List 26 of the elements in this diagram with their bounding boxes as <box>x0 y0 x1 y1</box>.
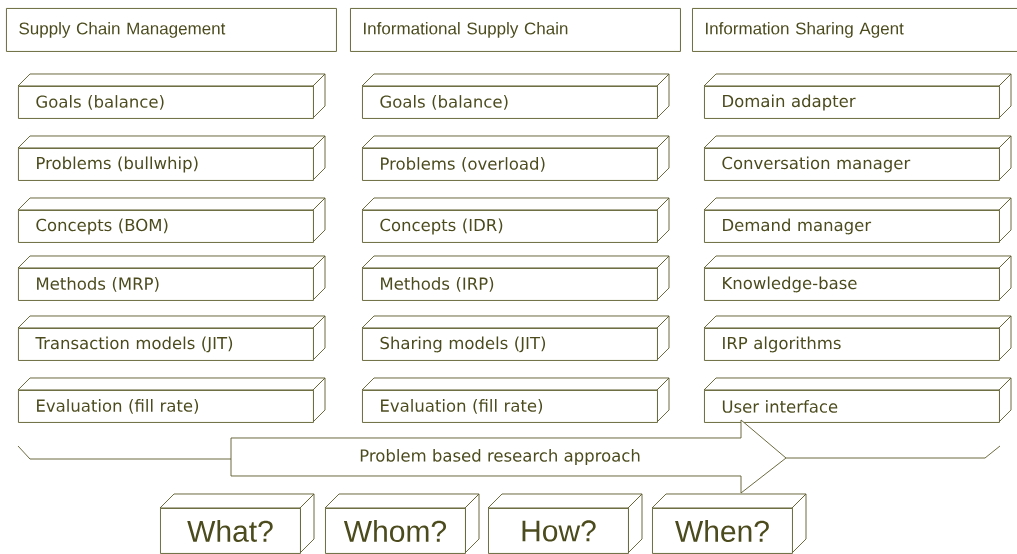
question-box: How? <box>487 493 643 554</box>
block-box: Methods (IRP) <box>361 255 670 301</box>
block-box: Demand manager <box>703 197 1012 243</box>
block-box: Knowledge-base <box>703 255 1012 301</box>
question-box: When? <box>651 493 807 554</box>
header-box: Informational Supply Chain <box>350 8 681 52</box>
node-label: When? <box>675 519 769 542</box>
question-box: What? <box>159 493 315 554</box>
block-box: Transaction models (JIT) <box>17 315 326 361</box>
header-box: Information Sharing Agent <box>692 8 1017 52</box>
block-box: Goals (balance) <box>17 73 326 119</box>
block-box: Sharing models (JIT) <box>361 315 670 361</box>
block-box: Evaluation (fill rate) <box>17 377 326 423</box>
question-box: Whom? <box>324 493 480 554</box>
block-box: Problems (overload) <box>361 135 670 181</box>
block-box: Concepts (BOM) <box>17 197 326 243</box>
block-box: Conversation manager <box>703 135 1012 181</box>
block-box: Goals (balance) <box>361 73 670 119</box>
block-box: Domain adapter <box>703 73 1012 119</box>
header-box: Supply Chain Management <box>6 8 337 52</box>
block-box: Problems (bullwhip) <box>17 135 326 181</box>
block-box: Evaluation (fill rate) <box>361 377 670 423</box>
block-box: IRP algorithms <box>703 315 1012 361</box>
block-box: Methods (MRP) <box>17 255 326 301</box>
block-box: Concepts (IDR) <box>361 197 670 243</box>
block-box: User interface <box>703 377 1012 423</box>
